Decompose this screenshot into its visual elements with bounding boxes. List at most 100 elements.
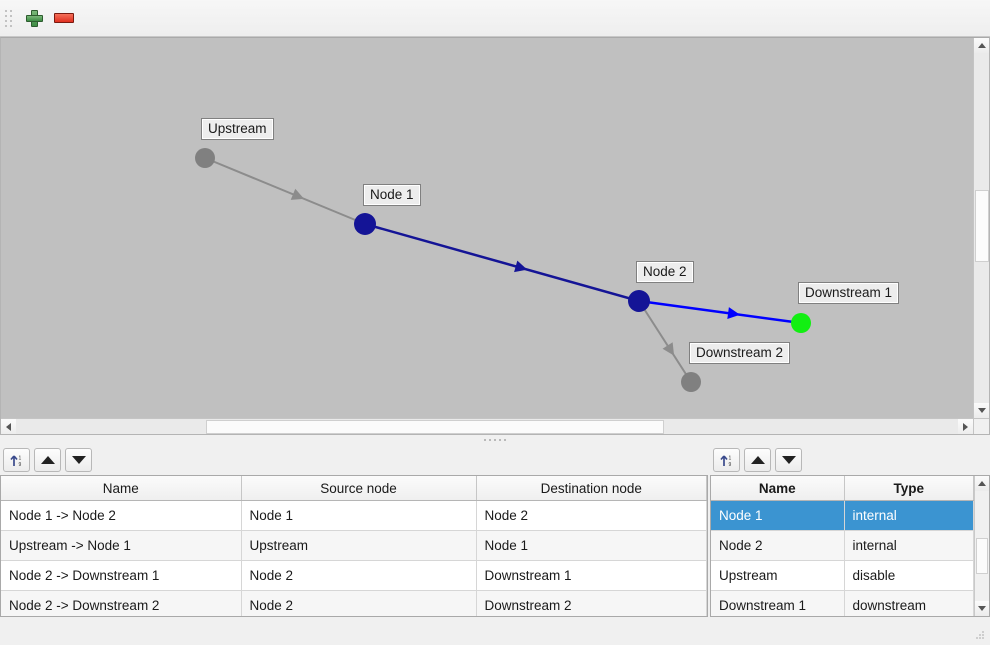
graph-node-node2[interactable] (628, 290, 650, 312)
column-header-source-node[interactable]: Source node (241, 476, 477, 501)
nodes-move-up-button[interactable] (744, 448, 771, 472)
node-name: Node 1 (711, 500, 845, 531)
nodes-scroll-up-button[interactable] (975, 476, 989, 491)
remove-node-button[interactable] (49, 4, 79, 32)
connections-move-up-button[interactable] (34, 448, 61, 472)
connection-destination-node: Node 2 (476, 500, 707, 531)
tables-area: 1 9 Name Source node (0, 445, 990, 617)
graph-node-downstream2[interactable] (681, 372, 701, 392)
node-type: internal (844, 530, 974, 561)
vertical-scroll-thumb[interactable] (975, 190, 989, 262)
graph-drawing (195, 148, 811, 392)
column-header-destination-node[interactable]: Destination node (476, 476, 707, 501)
connection-destination-node: Downstream 2 (476, 590, 707, 616)
graph-node-upstream[interactable] (195, 148, 215, 168)
triangle-down-icon (978, 408, 986, 413)
edge-arrowhead-node1-node2 (514, 260, 528, 273)
connections-sort-button[interactable]: 1 9 (3, 448, 30, 472)
node-label-node1[interactable]: Node 1 (363, 184, 421, 206)
node-name: Downstream 1 (711, 590, 845, 616)
window-resize-grip-icon[interactable] (976, 631, 988, 643)
splitter-grip-icon (484, 439, 506, 441)
triangle-down-icon (978, 606, 986, 611)
connection-name: Node 2 -> Downstream 2 (1, 590, 242, 616)
canvas-vertical-scrollbar[interactable] (973, 38, 989, 418)
horizontal-splitter[interactable] (0, 435, 990, 445)
scroll-down-button[interactable] (974, 403, 989, 418)
connection-name: Node 2 -> Downstream 1 (1, 560, 242, 591)
svg-text:1: 1 (19, 455, 22, 461)
column-header-type[interactable]: Type (844, 476, 974, 501)
sort-ascending-icon: 1 9 (720, 454, 732, 468)
column-header-name[interactable]: Name (1, 476, 242, 501)
scroll-right-button[interactable] (958, 419, 973, 434)
connections-table-container[interactable]: Name Source node Destination node Node 1… (0, 475, 708, 617)
node-label-downstream2[interactable]: Downstream 2 (689, 342, 791, 364)
svg-text:9: 9 (729, 462, 732, 468)
connections-toolbar: 1 9 (0, 445, 710, 475)
nodes-move-down-button[interactable] (775, 448, 802, 472)
node-label-downstream1[interactable]: Downstream 1 (798, 282, 900, 304)
connection-source-node: Upstream (241, 530, 477, 561)
triangle-up-icon (978, 43, 986, 48)
triangle-left-icon (6, 423, 11, 431)
connection-name: Upstream -> Node 1 (1, 530, 242, 561)
connection-source-node: Node 2 (241, 560, 477, 591)
node-label-node2[interactable]: Node 2 (636, 261, 694, 283)
graph-node-downstream1[interactable] (791, 313, 811, 333)
connections-header-row: Name Source node Destination node (1, 476, 707, 501)
connection-destination-node: Node 1 (476, 530, 707, 561)
nodes-pane: 1 9 Name Type (710, 445, 990, 617)
node-type: downstream (844, 590, 974, 616)
connection-source-node: Node 2 (241, 590, 477, 616)
graph-edge-node2-downstream2[interactable] (638, 300, 692, 383)
scroll-up-button[interactable] (974, 38, 989, 53)
add-node-button[interactable] (19, 4, 49, 32)
graph-edge-node1-node2[interactable] (364, 222, 640, 303)
triangle-down-icon (781, 456, 796, 464)
edge-arrowhead-upstream-node1 (290, 188, 305, 200)
graph-node-node1[interactable] (354, 213, 376, 235)
triangle-up-icon (40, 456, 55, 464)
main-toolbar (0, 0, 990, 37)
edge-arrowhead-node2-downstream2 (662, 342, 675, 356)
nodes-header-row: Name Type (711, 476, 974, 501)
graph-edge-node2-downstream1[interactable] (638, 299, 802, 325)
connections-move-down-button[interactable] (65, 448, 92, 472)
connections-pane: 1 9 Name Source node (0, 445, 710, 617)
connection-source-node: Node 1 (241, 500, 477, 531)
horizontal-scroll-thumb[interactable] (206, 420, 664, 434)
nodes-sort-button[interactable]: 1 9 (713, 448, 740, 472)
node-name: Upstream (711, 560, 845, 591)
canvas-horizontal-scrollbar[interactable] (1, 418, 973, 434)
nodes-toolbar: 1 9 (710, 445, 990, 475)
triangle-right-icon (963, 423, 968, 431)
node-type: internal (844, 500, 974, 531)
triangle-up-icon (750, 456, 765, 464)
column-header-name[interactable]: Name (711, 476, 845, 501)
scroll-left-button[interactable] (1, 419, 16, 434)
minus-icon (54, 13, 74, 23)
graph-edge-upstream-node1[interactable] (204, 157, 366, 225)
nodes-vertical-scroll-thumb[interactable] (976, 538, 988, 574)
node-label-upstream[interactable]: Upstream (201, 118, 274, 140)
nodes-scroll-down-button[interactable] (975, 601, 989, 616)
nodes-vertical-scrollbar[interactable] (974, 476, 989, 616)
triangle-up-icon (978, 481, 986, 486)
plus-icon (25, 9, 43, 27)
toolbar-drag-handle[interactable] (3, 7, 13, 29)
